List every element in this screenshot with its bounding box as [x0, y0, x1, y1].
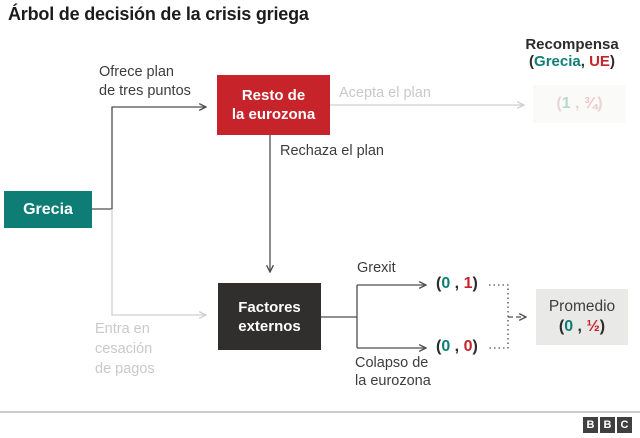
bbc-logo-block: B — [600, 417, 615, 433]
label-acepta-plan: Acepta el plan — [339, 85, 431, 101]
payoff-accept-box: (1 , ¾) — [533, 85, 626, 123]
label-grexit: Grexit — [357, 260, 396, 276]
edge-ofrece-plan — [92, 107, 206, 210]
node-grecia-label: Grecia — [23, 200, 73, 218]
payoff-accept-value: (1 , ¾) — [556, 95, 603, 112]
legend-player-grecia: Grecia — [534, 53, 581, 70]
edge-dotted-join — [489, 284, 509, 349]
label-ofrece-plan: Ofrece plan de tres puntos — [99, 64, 191, 99]
label-rechaza-plan: Rechaza el plan — [280, 143, 384, 159]
payoff-grexit: (0 , 1) — [436, 275, 478, 292]
payoff-legend-players: (Grecia, UE) — [529, 53, 615, 70]
payoff-colapso: (0 , 0) — [436, 338, 478, 355]
label-entra-cesacion: Entra en cesación de pagos — [95, 321, 155, 377]
payoff-legend-heading: Recompensa — [525, 36, 619, 53]
bbc-logo: B B C — [583, 417, 632, 433]
node-grecia: Grecia — [4, 191, 92, 228]
promedio-value: (0 , ½) — [558, 318, 606, 335]
legend-player-ue: UE — [589, 53, 610, 70]
payoff-legend: Recompensa (Grecia, UE) — [510, 36, 634, 70]
edge-entra-cesacion — [111, 209, 206, 315]
page-title: Árbol de decisión de la crisis griega — [8, 4, 309, 24]
footer-divider — [0, 411, 640, 413]
promedio-box: Promedio (0 , ½) — [536, 289, 628, 345]
promedio-label: Promedio — [548, 298, 616, 315]
label-colapso: Colapso de la eurozona — [355, 355, 431, 389]
bbc-logo-block: B — [583, 417, 598, 433]
bbc-logo-block: C — [617, 417, 632, 433]
